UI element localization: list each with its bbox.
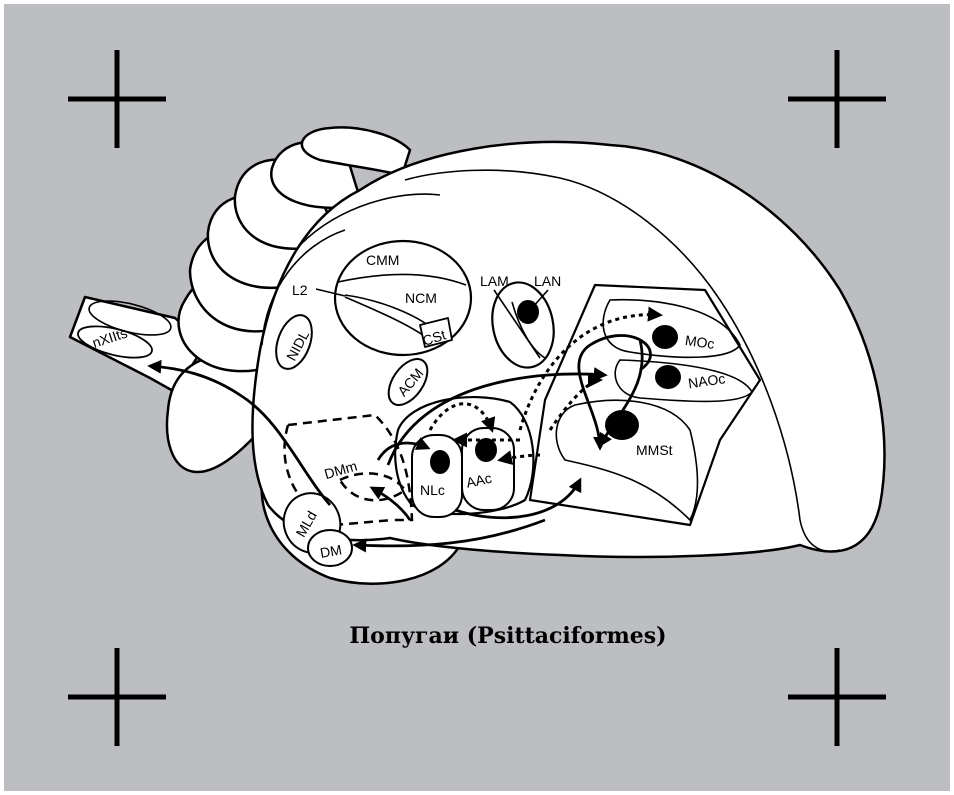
label-dm: DM [319,541,343,561]
dmm-inner [338,472,407,502]
crosshair-top-right-icon [788,50,886,148]
crosshair-bottom-left-icon [68,648,166,746]
caudal-region [261,229,346,346]
label-lam: LAM [480,273,509,289]
mld-dm-region [282,492,353,567]
song-nucleus-region [528,283,762,527]
label-naoc: NAOc [687,370,726,391]
label-mmst: MMSt [636,442,673,458]
crosshair-bottom-right-icon [788,648,886,746]
telencephalon-border [404,169,841,552]
label-aac: AAc [465,470,493,491]
nidl-region [275,314,313,370]
label-moc: MOc [684,332,716,352]
figure-title: Попугаи (Psittaciformes) [349,623,666,649]
acm-region [387,358,429,406]
pallium-border [299,193,441,246]
cmm-ncm-region [315,239,473,357]
label-lan: LAN [534,273,561,289]
label-l2: L2 [292,282,308,298]
crosshair-top-left-icon [68,50,166,148]
label-nlc: NLc [420,482,445,498]
lam-lan-region [491,281,555,369]
label-ncm: NCM [405,290,437,306]
nlc-aac-region [394,395,535,518]
label-cmm: CMM [366,252,399,268]
label-csi: CSt [421,326,448,348]
projection-pathways [147,306,663,553]
